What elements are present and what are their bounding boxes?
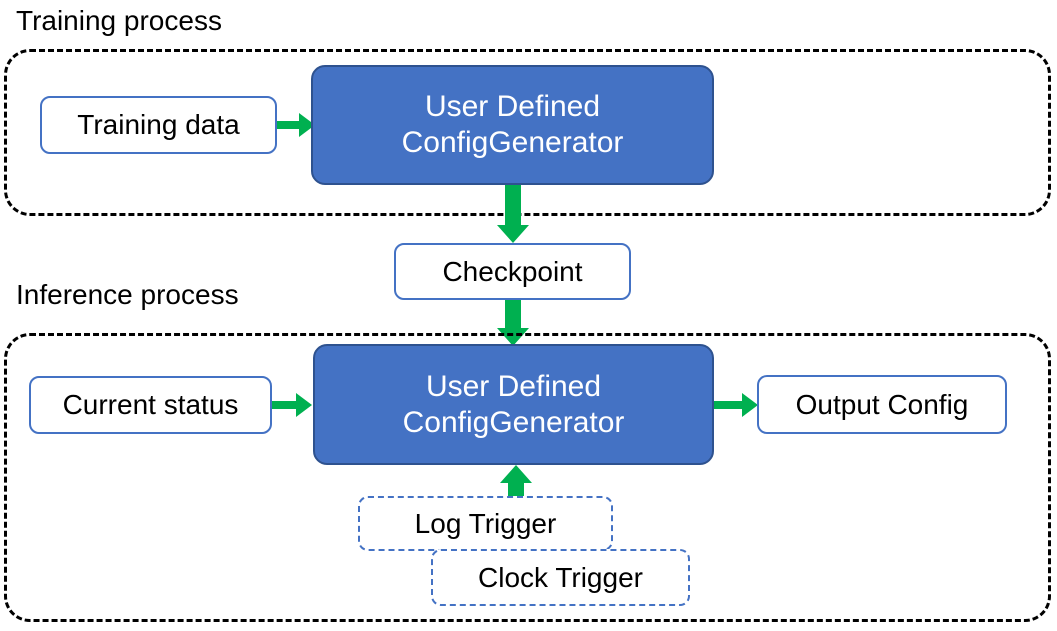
log-trigger-node[interactable]: Log Trigger	[358, 496, 613, 551]
inference-process-group	[4, 333, 1051, 622]
clock-trigger-node[interactable]: Clock Trigger	[431, 549, 690, 606]
train-config-generator-node[interactable]: User Defined ConfigGenerator	[311, 65, 714, 185]
arrow-infer-generator-to-output-config	[714, 387, 760, 423]
training-process-title: Training process	[16, 5, 222, 36]
infer-config-generator-node[interactable]: User Defined ConfigGenerator	[313, 344, 714, 465]
training-data-node[interactable]: Training data	[40, 96, 277, 154]
inference-process-title: Inference process	[16, 279, 239, 310]
output-config-node[interactable]: Output Config	[757, 375, 1007, 434]
arrow-generator-to-checkpoint	[497, 185, 529, 245]
current-status-node[interactable]: Current status	[29, 376, 272, 434]
checkpoint-node[interactable]: Checkpoint	[394, 243, 631, 300]
arrow-current-status-to-infer-generator	[272, 387, 314, 423]
training-process-group	[4, 49, 1051, 216]
arrow-training-data-to-generator	[277, 107, 317, 143]
